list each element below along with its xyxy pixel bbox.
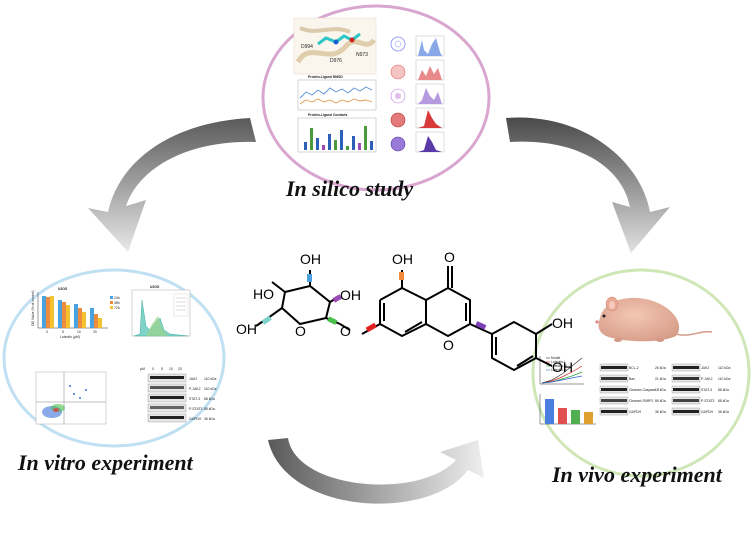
vitro-wb-size-3: 88 kDa bbox=[204, 407, 215, 411]
arrow-silico-to-vivo bbox=[506, 117, 670, 254]
viability-chart-title: U2OS bbox=[58, 287, 68, 291]
vivo-wb2-size-1: 110 kDa bbox=[718, 377, 730, 381]
atom-oh-4: OH bbox=[392, 251, 413, 267]
vivo-wb1-size-4: 36 kDa bbox=[655, 410, 666, 414]
vivo-wb1-label-1: Bax bbox=[629, 377, 635, 381]
vivo-wb2-label-3: P-STAT3 bbox=[701, 399, 715, 403]
vitro-western-blot: μM 0 5 10 20 JAK2 P-JAK2 STAT-3 P-STAT3 … bbox=[140, 367, 216, 423]
viability-ylabel: OD Value (% of control) bbox=[31, 290, 35, 326]
vivo-wb2-label-1: P-JAK2 bbox=[701, 377, 713, 381]
arrow-vitro-to-vivo bbox=[268, 438, 484, 504]
viability-xtick-1: 5 bbox=[62, 330, 64, 334]
vitro-wb-label-4: GAPDH bbox=[189, 417, 202, 421]
vitro-wb-label-0: JAK2 bbox=[189, 377, 197, 381]
molecule-atom-labels: OH HO OH OH O O OH O O OH OH bbox=[236, 249, 573, 375]
vivo-legend-model: Model bbox=[551, 356, 560, 360]
vivo-wb1-size-1: 21 kDa bbox=[655, 377, 666, 381]
radial-plots bbox=[390, 36, 406, 152]
vitro-wb-header-unit: μM bbox=[140, 367, 145, 371]
vivo-wb2-label-4: GAPDH bbox=[701, 410, 714, 414]
vivo-wb2-size-4: 36 kDa bbox=[718, 410, 729, 414]
bond-color-markers bbox=[261, 272, 487, 333]
vitro-wb-size-0: 110 kDa bbox=[204, 377, 216, 381]
arrow-silico-to-vitro bbox=[88, 118, 256, 252]
in-silico-panels: D994 N973 D976 Protein-Ligand RMSD Prote… bbox=[293, 17, 445, 153]
vivo-wb1-size-2: 17 kDa bbox=[655, 388, 666, 392]
rmsd-plot-panel: Protein-Ligand RMSD bbox=[297, 75, 377, 111]
atom-o-carbonyl: O bbox=[444, 249, 455, 265]
vivo-wb1-label-2: Cleaved-Caspase 3 bbox=[629, 388, 659, 392]
vivo-wb2-size-3: 88 kDa bbox=[718, 399, 729, 403]
in-silico-title: In silico study bbox=[286, 176, 414, 201]
atom-oh-3: OH bbox=[236, 321, 257, 337]
vitro-wb-header-20: 20 bbox=[178, 367, 182, 371]
vivo-wb2-label-0: JAK2 bbox=[701, 366, 709, 370]
atom-ho: HO bbox=[253, 286, 274, 302]
vitro-wb-label-1: P-JAK2 bbox=[189, 387, 201, 391]
tumor-weight-chart bbox=[539, 394, 596, 425]
mouse-illustration bbox=[595, 296, 713, 342]
vivo-western-blot-apoptosis: BCL-2 Bax Cleaved-Caspase 3 Cleaved-PARP… bbox=[599, 363, 666, 416]
flow-cytometry-panel bbox=[35, 371, 107, 425]
vivo-wb1-size-3: 89 kDa bbox=[655, 399, 666, 403]
residue-d976-label: D976 bbox=[330, 58, 342, 64]
vivo-legend-mid: Luteolin-M bbox=[551, 364, 567, 368]
histogram-title: U2OS bbox=[150, 285, 160, 289]
contacts-chart-panel: Protein-Ligand Contacts bbox=[297, 113, 377, 153]
atom-o-sugar-ring: O bbox=[295, 323, 306, 339]
residue-d994-label: D994 bbox=[301, 44, 313, 50]
vivo-wb2-label-2: STAT-3 bbox=[701, 388, 712, 392]
vivo-wb1-label-4: GAPDH bbox=[629, 410, 642, 414]
atom-o-glycosidic: O bbox=[340, 323, 351, 339]
vivo-wb1-label-0: BCL-2 bbox=[629, 366, 639, 370]
viability-xtick-0: 0 bbox=[46, 330, 48, 334]
vivo-legend-high: Luteolin-H bbox=[551, 368, 567, 372]
vivo-western-blot-jak-stat: JAK2 P-JAK2 STAT-3 P-STAT3 GAPDH 110 kDa… bbox=[671, 363, 730, 416]
vitro-wb-size-4: 36 kDa bbox=[204, 417, 215, 421]
contacts-title: Protein-Ligand Contacts bbox=[308, 113, 347, 117]
rmsd-title: Protein-Ligand RMSD bbox=[308, 75, 343, 79]
vivo-wb1-label-3: Cleaved-PARP1 bbox=[629, 399, 654, 403]
vitro-wb-header-10: 10 bbox=[169, 367, 173, 371]
atom-oh-6: OH bbox=[552, 359, 573, 375]
in-vitro-title: In vitro experiment bbox=[18, 450, 193, 475]
viability-xlabel: Luteolin (μM) bbox=[60, 335, 80, 339]
vivo-wb1-size-0: 26 kDa bbox=[655, 366, 666, 370]
in-vivo-panels: Model Luteolin-L Luteolin-M Luteolin-H bbox=[539, 296, 730, 425]
tumor-growth-chart: Model Luteolin-L Luteolin-M Luteolin-H bbox=[539, 356, 584, 385]
viability-bar-chart: U2OS 24h 48h 72h 0 5 10 20 Luteol bbox=[31, 287, 120, 339]
vitro-wb-header-0: 0 bbox=[152, 367, 154, 371]
viability-legend-48h: 48h bbox=[114, 301, 120, 305]
vivo-wb2-size-2: 88 kDa bbox=[718, 388, 729, 392]
vitro-wb-size-1: 110 kDa bbox=[204, 387, 216, 391]
viability-legend-24h: 24h bbox=[114, 296, 120, 300]
atom-oh-2: OH bbox=[340, 287, 361, 303]
residue-n973-label: N973 bbox=[356, 52, 368, 58]
cell-cycle-histogram: U2OS bbox=[131, 285, 191, 337]
viability-xtick-2: 10 bbox=[77, 330, 81, 334]
vivo-legend-low: Luteolin-L bbox=[551, 360, 566, 364]
in-vivo-title: In vivo experiment bbox=[552, 462, 722, 487]
vitro-wb-label-3: P-STAT3 bbox=[189, 407, 203, 411]
atom-o-ring: O bbox=[443, 337, 454, 353]
vitro-wb-header-5: 5 bbox=[161, 367, 163, 371]
in-vitro-panels: U2OS 24h 48h 72h 0 5 10 20 Luteol bbox=[31, 285, 216, 425]
docking-pose-panel: D994 N973 D976 bbox=[293, 17, 377, 75]
vitro-wb-size-2: 88 kDa bbox=[204, 397, 215, 401]
in-vivo-ellipse bbox=[531, 268, 751, 478]
atom-oh-1: OH bbox=[300, 251, 321, 267]
luteolin-glycoside-structure bbox=[255, 266, 553, 372]
viability-xtick-3: 20 bbox=[93, 330, 97, 334]
atom-oh-5: OH bbox=[552, 315, 573, 331]
viability-legend-72h: 72h bbox=[114, 306, 120, 310]
vivo-wb2-size-0: 110 kDa bbox=[718, 366, 730, 370]
vitro-wb-label-2: STAT-3 bbox=[189, 397, 200, 401]
dihedral-histograms bbox=[415, 35, 445, 153]
